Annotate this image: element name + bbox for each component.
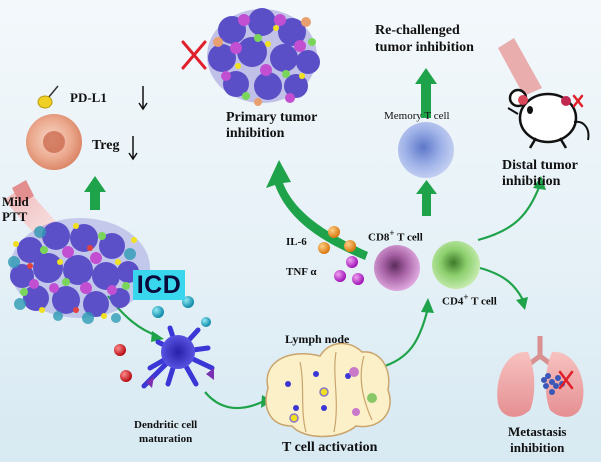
main-tumor-cluster [8, 218, 150, 324]
dc-maturation-label: Dendritic cell maturation [134, 419, 198, 445]
arrow-up-memory [416, 180, 437, 216]
down-arrow-treg-icon [128, 136, 138, 161]
icd-badge: ICD [133, 270, 185, 300]
lungs-icon [497, 336, 584, 417]
treg-label: Treg [92, 138, 120, 153]
cross-lungs-icon [558, 370, 574, 390]
arrow-up-rechallenged [415, 68, 437, 118]
cd4-label: CD4+ T cell [442, 292, 497, 308]
cytokines [318, 226, 364, 285]
lymph-node [265, 342, 391, 438]
pd-l1-icon [37, 85, 59, 109]
mouse-icon [498, 38, 590, 149]
down-arrow-pd-l1-icon [138, 86, 148, 111]
memory-t-label: Memory T cell [384, 110, 450, 122]
lymph-node-label: Lymph node [285, 332, 350, 346]
arrow-cd8-to-distal [477, 184, 542, 242]
arrow-up-treg [84, 176, 106, 210]
arrow-cd4-to-lungs [479, 266, 524, 301]
cd4-t-cell [432, 241, 480, 289]
cross-primary-icon [181, 40, 207, 70]
treg-cell [26, 114, 82, 170]
dendritic-cell [141, 325, 215, 389]
icd-label: ICD [136, 270, 182, 299]
antigen-balls [114, 296, 211, 382]
memory-t-cell [398, 122, 454, 178]
cd8-label: CD8+ T cell [368, 228, 423, 244]
arrow-node-to-cd4 [377, 307, 430, 370]
primary-tumor-cluster [207, 8, 320, 106]
rechallenged-label: Re-challenged tumor inhibition [375, 23, 474, 55]
mild-ptt-label: Mild PTT [2, 194, 29, 224]
t-activation-label: T cell activation [282, 440, 378, 455]
arrow-curve-primary [266, 160, 368, 260]
cd8-t-cell [374, 245, 420, 291]
primary-tumor-label: Primary tumor inhibition [226, 110, 318, 141]
arrows [84, 68, 437, 260]
pd-l1-label: PD-L1 [70, 90, 107, 105]
distal-tumor-label: Distal tumor inhibition [502, 158, 578, 189]
metastasis-label: Metastasis inhibition [508, 424, 567, 455]
tnf-label: TNF α [286, 266, 317, 278]
il6-label: IL-6 [286, 236, 307, 248]
cross-distal-icon [572, 94, 584, 108]
arrow-dc-to-node [204, 391, 263, 409]
